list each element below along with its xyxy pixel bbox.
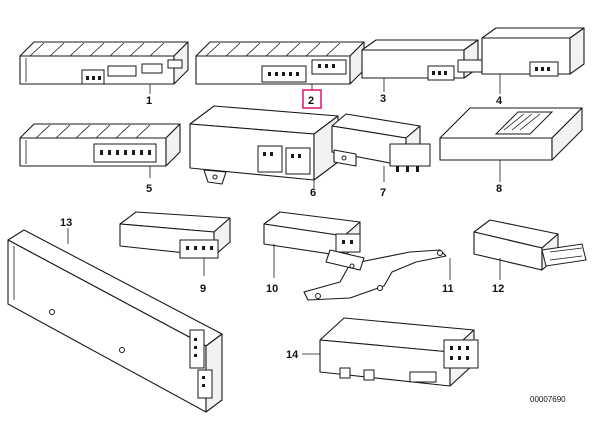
part-7-module[interactable] (331, 113, 431, 172)
callout-6: 6 (310, 187, 316, 199)
part-6-module[interactable] (189, 105, 339, 185)
callout-7: 7 (380, 187, 386, 199)
part-12-module[interactable] (473, 219, 587, 271)
callout-3: 3 (380, 93, 386, 105)
callout-9: 9 (200, 283, 206, 295)
callout-5: 5 (146, 183, 152, 195)
callout-13: 13 (60, 217, 72, 229)
part-10-module[interactable] (263, 211, 361, 257)
callout-11: 11 (442, 283, 454, 295)
part-2-control-module[interactable] (195, 41, 365, 85)
part-3-module[interactable] (361, 39, 483, 81)
part-1-control-module[interactable] (19, 41, 189, 85)
callout-10: 10 (266, 283, 278, 295)
callout-12: 12 (492, 283, 504, 295)
callout-8: 8 (496, 183, 502, 195)
callout-14: 14 (286, 349, 299, 361)
part-5-control-module[interactable] (19, 123, 181, 167)
callout-1: 1 (146, 95, 152, 107)
part-8-module[interactable] (439, 107, 583, 161)
part-11-bracket[interactable] (303, 249, 447, 301)
callout-2-highlight (302, 89, 322, 109)
drawing-code: 00007690 (530, 395, 566, 404)
part-13-module[interactable] (7, 229, 223, 413)
part-9-module[interactable] (119, 211, 231, 259)
callout-2[interactable]: 2 (308, 95, 314, 107)
part-14-module[interactable] (319, 317, 479, 387)
callout-4: 4 (496, 95, 503, 107)
part-4-module[interactable] (481, 27, 585, 77)
